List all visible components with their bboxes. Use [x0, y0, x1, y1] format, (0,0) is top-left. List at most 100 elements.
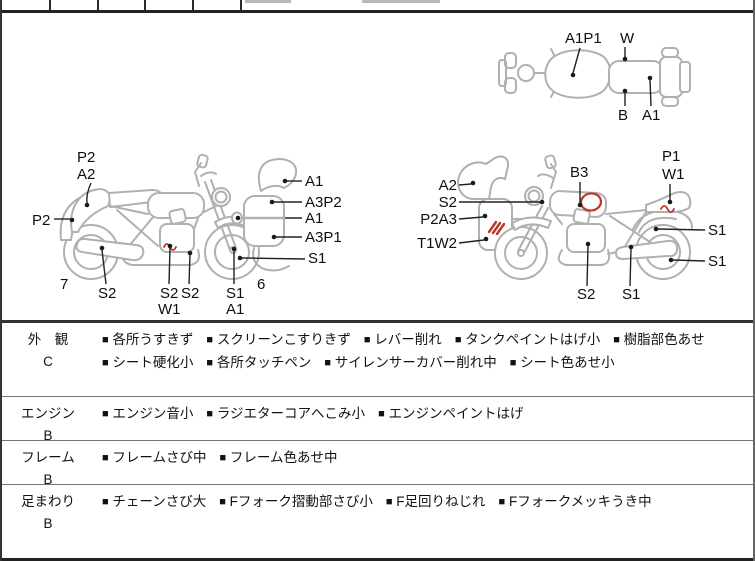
- condition-text: 各所うすきず: [108, 332, 194, 347]
- cropped-header-row: [2, 0, 753, 13]
- leader-dots: [69, 56, 674, 263]
- condition-text: スクリーンこすりきず: [213, 332, 351, 347]
- front-closeup-art: [231, 158, 298, 272]
- condition-text: フレーム色あせ中: [226, 450, 338, 465]
- bullet-icon: ■: [219, 452, 227, 464]
- grade-value: B: [43, 472, 53, 487]
- category-cell: フレーム B: [2, 441, 94, 487]
- scratch-mark-rear-seat: [660, 205, 675, 213]
- condition-item: ■ レバー削れ: [364, 332, 442, 347]
- category-label: 外 観: [27, 332, 69, 347]
- bullet-icon: ■: [102, 408, 109, 420]
- part-code-label: S2: [98, 285, 116, 302]
- category-cell: 足まわり B: [2, 485, 94, 558]
- part-code-label: S2: [439, 194, 457, 211]
- part-code-label: W1: [662, 166, 685, 183]
- condition-items: ■ チェーンさび大■ Fフォーク摺動部さび小■ F足回りねじれ■ Fフォークメッ…: [94, 485, 753, 558]
- column-divider: [49, 0, 51, 10]
- condition-item: ■ シート色あせ小: [510, 355, 615, 370]
- grade-value: B: [43, 516, 53, 531]
- part-code-label: B3: [570, 164, 588, 181]
- condition-item: ■ 各所うすきず: [102, 332, 193, 347]
- bullet-icon: ■: [102, 357, 109, 369]
- cropped-text-remnant: [245, 0, 291, 3]
- part-code-label: S1: [226, 285, 244, 302]
- category-label: エンジン: [21, 406, 75, 421]
- bullet-icon: ■: [102, 496, 109, 508]
- category-label: フレーム: [21, 450, 75, 465]
- bullet-icon: ■: [102, 334, 109, 346]
- condition-text: エンジン音小: [108, 406, 194, 421]
- part-code-label: W1: [158, 301, 181, 318]
- condition-item: ■ シート硬化小: [102, 355, 193, 370]
- diagram-labels: A1P1 W B A1 P2 A2 P2 7 S2 S2 S2 W1 S1 A1…: [32, 30, 726, 318]
- bullet-icon: ■: [385, 496, 393, 508]
- part-code-label: W: [620, 30, 635, 47]
- table-row: フレーム B ■ フレームさび中■ フレーム色あせ中: [2, 441, 753, 487]
- cropped-text-remnant: [362, 0, 440, 3]
- bullet-icon: ■: [498, 496, 506, 508]
- condition-text: ラジエターコアへこみ小: [213, 406, 366, 421]
- category-label: 足まわり: [21, 494, 75, 509]
- bullet-icon: ■: [324, 357, 331, 369]
- condition-item: ■ フレーム色あせ中: [220, 450, 338, 465]
- condition-item: ■ F足回りねじれ: [386, 494, 486, 509]
- condition-text: 各所タッチペン: [213, 355, 312, 370]
- part-code-label: A2: [77, 166, 95, 183]
- condition-item: ■ エンジンペイントはげ: [378, 406, 523, 421]
- condition-text: チェーンさび大: [108, 494, 207, 509]
- part-code-label: A1: [642, 107, 660, 124]
- part-code-label: S1: [708, 222, 726, 239]
- condition-text: Fフォーク摺動部さび小: [225, 494, 373, 509]
- leader-lines: [54, 47, 706, 287]
- grade-value: C: [43, 354, 53, 369]
- bullet-icon: ■: [613, 334, 620, 346]
- bullet-icon: ■: [206, 334, 214, 346]
- condition-text: シート硬化小: [108, 355, 194, 370]
- column-divider: [240, 0, 242, 10]
- part-code-label: A1: [305, 210, 323, 227]
- part-code-label: S1: [622, 286, 640, 303]
- condition-text: シート色あせ小: [516, 355, 615, 370]
- part-code-label: A2: [439, 177, 457, 194]
- condition-text: タンクペイントはげ小: [461, 332, 601, 347]
- condition-item: ■ 各所タッチペン: [206, 355, 311, 370]
- condition-items: ■ フレームさび中■ フレーム色あせ中: [94, 441, 753, 484]
- part-code-label: S2: [577, 286, 595, 303]
- part-code-label: A3P1: [305, 229, 342, 246]
- hatch-mark-cowl: [487, 220, 506, 236]
- bullet-icon: ■: [206, 408, 214, 420]
- condition-text: 樹脂部色あせ: [619, 332, 705, 347]
- condition-text: Fフォークメッキうき中: [505, 494, 652, 509]
- condition-item: ■ ラジエターコアへこみ小: [206, 406, 365, 421]
- bullet-icon: ■: [102, 452, 109, 464]
- condition-item: ■ エンジン音小: [102, 406, 193, 421]
- category-cell: 外 観 C: [2, 323, 94, 396]
- condition-item: ■ Fフォーク摺動部さび小: [219, 494, 373, 509]
- part-code-label: S1: [308, 250, 326, 267]
- part-code-label: S1: [708, 253, 726, 270]
- part-code-label: B: [618, 107, 628, 124]
- section-number: 7: [60, 276, 68, 293]
- condition-item: ■ タンクペイントはげ小: [455, 332, 600, 347]
- bullet-icon: ■: [363, 334, 371, 346]
- part-code-label: P2: [32, 212, 50, 229]
- part-code-label: S2: [181, 285, 199, 302]
- bullet-icon: ■: [378, 408, 385, 420]
- condition-item: ■ サイレンサーカバー削れ中: [324, 355, 496, 370]
- part-code-label: S2: [160, 285, 178, 302]
- bullet-icon: ■: [219, 496, 226, 508]
- condition-item: ■ Fフォークメッキうき中: [499, 494, 652, 509]
- part-code-label: P1: [662, 148, 680, 165]
- top-view-bike-art: [498, 47, 691, 107]
- damage-diagram: A1P1 W B A1 P2 A2 P2 7 S2 S2 S2 W1 S1 A1…: [32, 30, 726, 318]
- condition-item: ■ 樹脂部色あせ: [613, 332, 704, 347]
- part-code-label: A1: [305, 173, 323, 190]
- part-code-label: T1W2: [417, 235, 457, 252]
- part-code-label: P2: [77, 149, 95, 166]
